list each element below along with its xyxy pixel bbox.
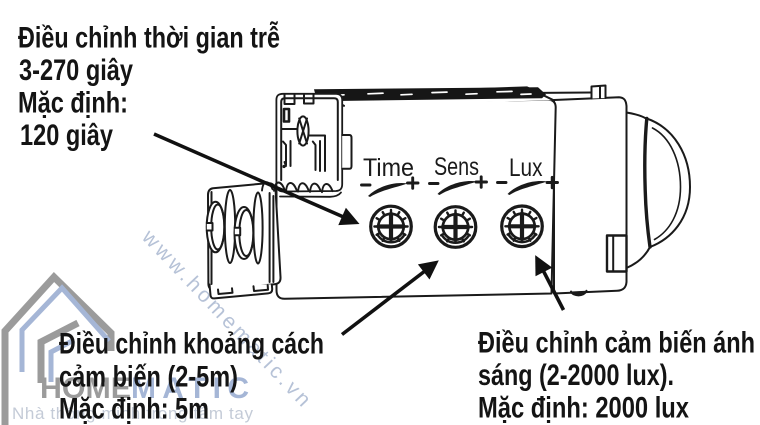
svg-text:sáng (2-2000 lux).: sáng (2-2000 lux). bbox=[478, 359, 674, 392]
svg-text:Mặc định: 2000 lux: Mặc định: 2000 lux bbox=[478, 392, 689, 425]
svg-text:Sens: Sens bbox=[434, 153, 479, 181]
svg-text:cảm biến (2-5m): cảm biến (2-5m) bbox=[59, 360, 238, 393]
svg-text:3-270 giây: 3-270 giây bbox=[19, 54, 133, 87]
svg-text:Mặc định: 5m: Mặc định: 5m bbox=[59, 393, 209, 425]
svg-text:Lux: Lux bbox=[509, 154, 543, 182]
svg-text:Time: Time bbox=[363, 154, 414, 182]
svg-text:Nhà thông minh trong tầm tay: Nhà thông minh trong tầm tay bbox=[12, 404, 254, 423]
svg-text:HOMEMATIC: HOMEMATIC bbox=[40, 372, 249, 405]
svg-text:Điều chỉnh cảm biến ánh: Điều chỉnh cảm biến ánh bbox=[478, 327, 755, 360]
svg-text:Mặc định:: Mặc định: bbox=[18, 87, 128, 120]
svg-text:120 giây: 120 giây bbox=[20, 119, 113, 152]
svg-text:Điều chỉnh khoảng cách: Điều chỉnh khoảng cách bbox=[59, 328, 324, 361]
svg-text:Điều chỉnh thời gian trễ: Điều chỉnh thời gian trễ bbox=[18, 21, 280, 55]
